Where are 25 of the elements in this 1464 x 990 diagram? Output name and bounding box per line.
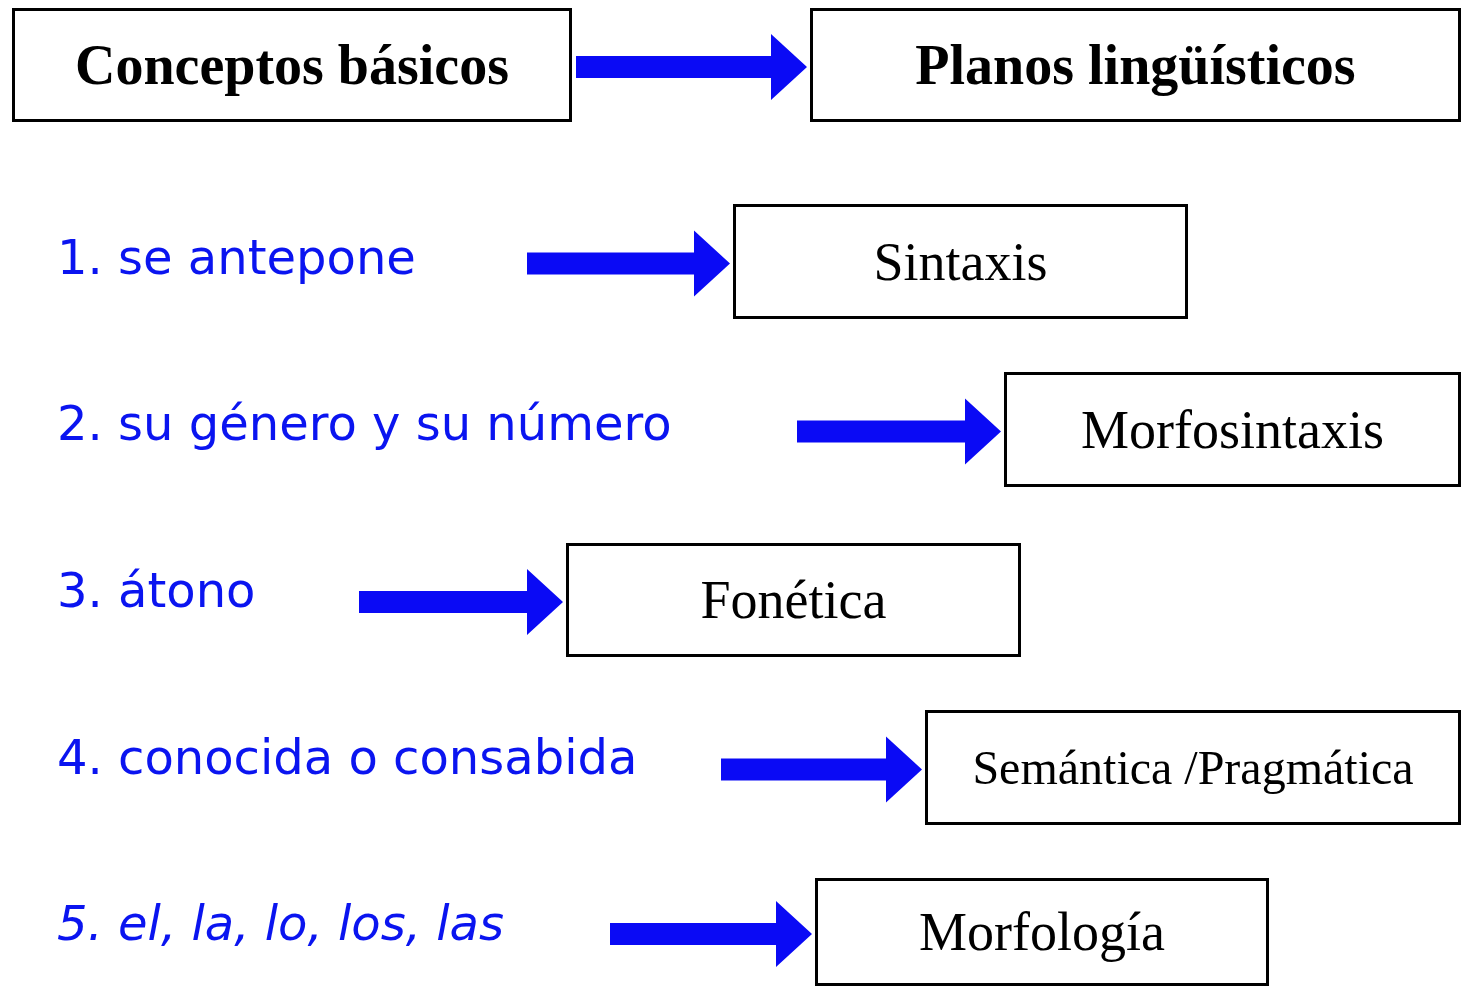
- list-item-text: 5. el, la, lo, los, las: [57, 888, 606, 958]
- box-label: Planos lingüísticos: [915, 33, 1356, 97]
- term-box: [1004, 372, 1461, 487]
- box-label: Morfosintaxis: [1081, 398, 1384, 461]
- block-arrow: [797, 398, 1001, 465]
- term-box: [733, 204, 1188, 319]
- heading-box: [810, 8, 1461, 122]
- term-box: [925, 710, 1461, 825]
- box-label: Sintaxis: [873, 230, 1048, 293]
- list-item-text: 2. su género y su número: [57, 388, 793, 458]
- term-box: [815, 878, 1269, 986]
- term-box: [566, 543, 1021, 657]
- block-arrow: [359, 569, 563, 635]
- list-item-text: 1. se antepone: [57, 222, 523, 292]
- box-label: Semántica /Pragmática: [972, 740, 1414, 795]
- list-item-text: 3. átono: [57, 555, 355, 625]
- block-arrow: [721, 736, 922, 803]
- box-label: Morfología: [919, 901, 1165, 963]
- box-label: Fonética: [700, 569, 887, 631]
- block-arrow: [610, 901, 812, 967]
- block-arrow: [527, 230, 730, 297]
- list-item-text: 4. conocida o consabida: [57, 722, 717, 792]
- heading-box: [12, 8, 572, 122]
- box-label: Conceptos básicos: [75, 33, 509, 97]
- block-arrow: [576, 34, 807, 100]
